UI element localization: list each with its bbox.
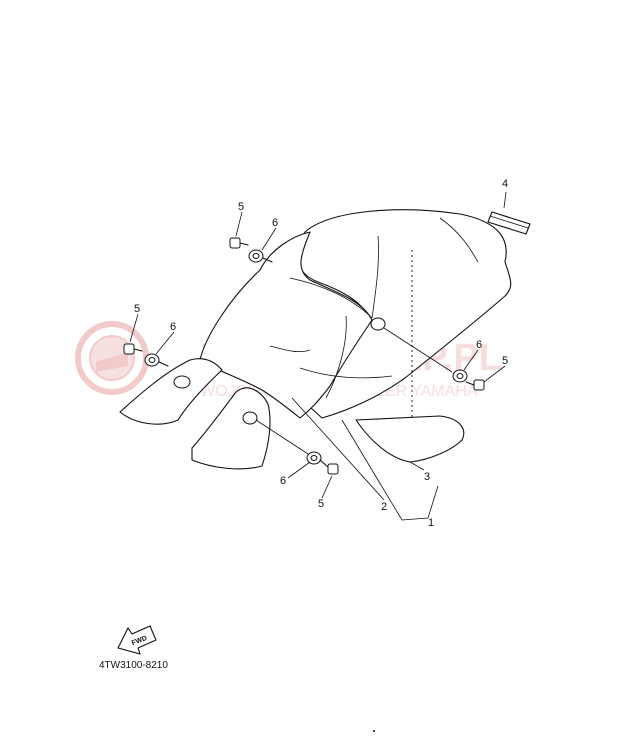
callout-6-upper: 6 bbox=[272, 217, 278, 229]
callout-6-right: 6 bbox=[476, 339, 482, 351]
callouts: 4 5 6 5 6 6 5 6 5 3 2 1 bbox=[134, 178, 508, 529]
seat-front-bracket-left bbox=[119, 358, 223, 425]
seat-rear-cowl bbox=[297, 209, 512, 419]
seat-pad-part-3 bbox=[355, 415, 465, 463]
grommet-6-left bbox=[144, 353, 169, 367]
callout-5-bottom: 5 bbox=[318, 498, 324, 510]
grommet-6-right bbox=[452, 369, 468, 383]
seat-contour-4 bbox=[325, 315, 347, 399]
bolt-5-upper bbox=[229, 237, 249, 249]
rear-mount-hole bbox=[370, 317, 386, 331]
callout-6-bottom: 6 bbox=[280, 475, 286, 487]
right-hardware-leader bbox=[383, 327, 453, 373]
callout-1: 1 bbox=[428, 517, 434, 529]
bottom-hardware-leader bbox=[255, 419, 309, 455]
callout-6-left: 6 bbox=[170, 321, 176, 333]
seat-contour-2 bbox=[371, 235, 379, 319]
scan-dot bbox=[373, 730, 375, 732]
bracket-hole-right bbox=[242, 411, 258, 425]
fwd-arrow-icon: FWD bbox=[117, 625, 157, 655]
callout-5-upper: 5 bbox=[238, 201, 244, 213]
callout-2: 2 bbox=[381, 501, 387, 513]
bolt-5-right bbox=[465, 379, 485, 391]
seat-contour-1 bbox=[289, 277, 373, 319]
seat-assembly bbox=[119, 209, 512, 470]
bolt-5-bottom bbox=[319, 459, 339, 475]
diagram-code: 4TW3100-8210 bbox=[99, 660, 168, 671]
callout-5-right: 5 bbox=[502, 355, 508, 367]
grommet-6-upper bbox=[248, 249, 273, 263]
hardware bbox=[123, 237, 485, 475]
seat-front-bracket-right bbox=[191, 387, 271, 470]
emblem-strip-part-4 bbox=[487, 211, 531, 235]
callout-3: 3 bbox=[424, 471, 430, 483]
grommet-6-bottom bbox=[306, 451, 322, 465]
callout-4: 4 bbox=[502, 178, 508, 190]
bolt-5-left bbox=[123, 343, 143, 355]
watermark-logo bbox=[75, 321, 149, 395]
seat-contour-3 bbox=[269, 345, 311, 353]
callout-leaders bbox=[129, 191, 507, 521]
seat-contour-5 bbox=[439, 217, 479, 263]
seat-contour-6 bbox=[299, 367, 393, 379]
bracket-hole-left bbox=[173, 375, 191, 389]
callout-5-left: 5 bbox=[134, 303, 140, 315]
